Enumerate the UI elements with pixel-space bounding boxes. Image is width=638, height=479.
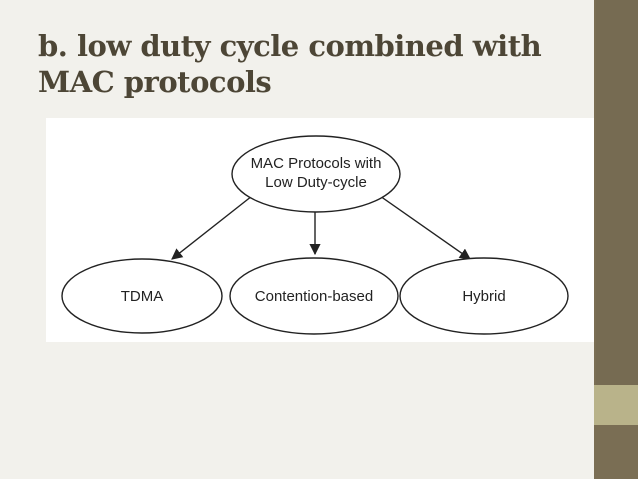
node-tdma-shape (61, 258, 223, 334)
slide-title-line-1: b. low duty cycle combined with (38, 29, 542, 63)
node-root-shape (231, 135, 401, 213)
node-hybrid: Hybrid (399, 257, 569, 335)
node-root-label-line-1: MAC Protocols with (251, 155, 382, 172)
node-contention-based-label: Contention-based (255, 288, 373, 305)
node-root-label-line-2: Low Duty-cycle (265, 174, 367, 191)
node-contention-based-shape (229, 257, 399, 335)
node-contention-based: Contention-based (229, 257, 399, 335)
connector-root-to-tdma (171, 195, 253, 260)
node-hybrid-shape (399, 257, 569, 335)
node-root: MAC Protocols with Low Duty-cycle (231, 135, 401, 213)
decorative-accent-block (594, 385, 638, 425)
decorative-sidebar-strip (596, 0, 638, 385)
connector-root-to-hybrid (379, 195, 471, 260)
slide-title: b. low duty cycle combined with MAC prot… (38, 28, 578, 100)
node-tdma: TDMA (61, 258, 223, 334)
node-tdma-label: TDMA (121, 288, 164, 305)
decorative-sidebar-bottom (594, 425, 638, 479)
slide-title-line-2: MAC protocols (38, 65, 272, 99)
node-hybrid-label: Hybrid (462, 288, 505, 305)
